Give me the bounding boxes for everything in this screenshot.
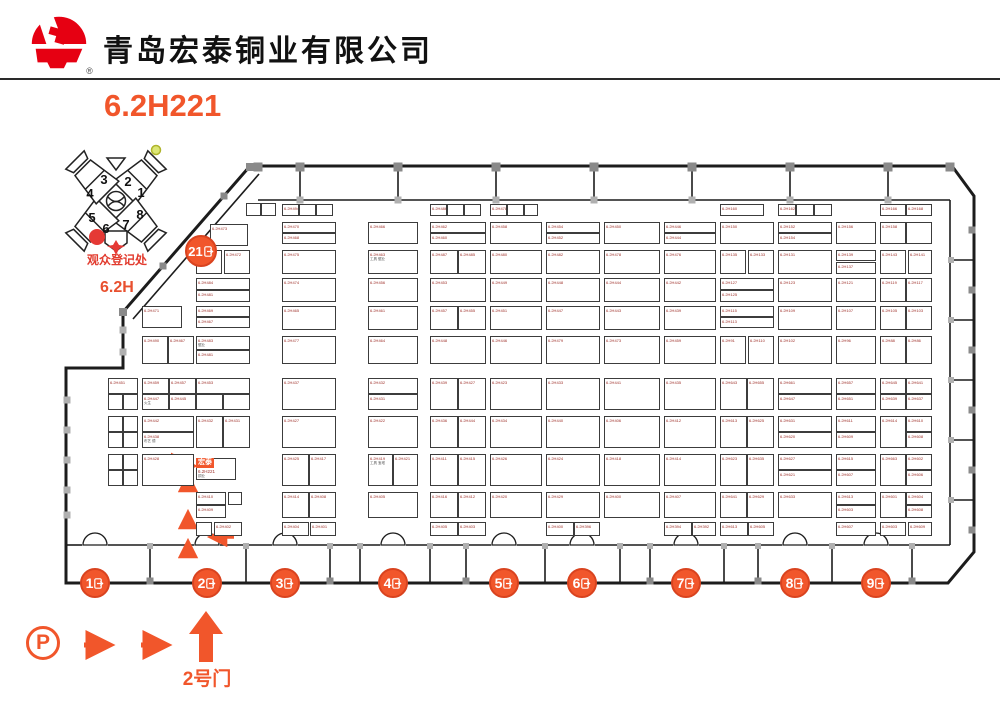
hall-outer-wall [64, 164, 976, 585]
exit-door-icon [685, 577, 695, 589]
gate2-entry-arrow [189, 611, 223, 662]
gate-8: 8 [780, 568, 810, 598]
parking-icon: P [26, 626, 60, 660]
gate-1: 1 [80, 568, 110, 598]
exit-door-icon [284, 577, 294, 589]
overview-lobe-ne [112, 149, 168, 205]
gate-2: 2 [192, 568, 222, 598]
overview-hall-7: 7 [122, 217, 129, 232]
overview-top-notch [105, 157, 127, 172]
exit-door-icon [875, 577, 885, 589]
approach-arrows [84, 611, 223, 662]
company-logo-icon: ® [31, 12, 93, 76]
header-divider [0, 78, 1000, 80]
door-swing-arcs [82, 532, 889, 546]
booth-number-title: 6.2H221 [104, 88, 222, 123]
you-are-here-dot [89, 229, 105, 245]
gate-number: 21 [188, 243, 203, 259]
gate2-label: 2号门 [182, 669, 232, 690]
gate-3: 3 [270, 568, 300, 598]
overview-hall-4: 4 [86, 186, 94, 201]
overview-lobe-se [112, 197, 168, 253]
exit-door-icon [206, 577, 216, 589]
highlighted-booth-number: 6.2H221 [198, 469, 216, 474]
hall-code-label: 6.2H [100, 279, 134, 296]
highlighted-booth: 宏泰 6.2H221 铜业 [196, 458, 236, 480]
overview-hall-numbers: 3 2 4 1 5 8 6 7 [86, 172, 144, 236]
gate-number: 8 [785, 575, 794, 591]
overview-lobe-nw [64, 149, 120, 205]
gate-number: 1 [85, 575, 94, 591]
gate-9: 9 [861, 568, 891, 598]
gate-5: 5 [489, 568, 519, 598]
gate-7: 7 [671, 568, 701, 598]
exit-door-icon [581, 577, 591, 589]
overview-hall-3: 3 [100, 172, 107, 187]
registered-mark: ® [86, 66, 93, 76]
gate-number: 6 [572, 575, 581, 591]
gate-number: 2 [197, 575, 206, 591]
bottom-corridor-walls [66, 544, 950, 583]
exit-door-icon [503, 577, 513, 589]
gate-4: 4 [378, 568, 408, 598]
company-name: 青岛宏泰铜业有限公司 [103, 35, 433, 68]
gate-6: 6 [567, 568, 597, 598]
gate-number: 3 [275, 575, 284, 591]
exit-door-icon [203, 245, 214, 257]
exit-door-icon [794, 577, 804, 589]
overview-hall-6: 6 [102, 221, 109, 236]
overview-hall-1: 1 [137, 185, 144, 200]
overview-hall-2: 2 [124, 174, 131, 189]
gate-number: 9 [866, 575, 875, 591]
overview-hall-5: 5 [88, 210, 95, 225]
registration-label: 观众登记处 [86, 253, 147, 267]
highlighted-booth-name: 宏泰 [196, 458, 214, 468]
exit-door-icon [392, 577, 402, 589]
gate-number: 4 [383, 575, 392, 591]
highlighted-booth-sub: 铜业 [198, 474, 205, 478]
gate-21: 21 [185, 235, 217, 267]
exit-door-icon [94, 577, 104, 589]
hall-overview-map: 3 2 4 1 5 8 6 7 [64, 144, 168, 255]
overview-green-dot [150, 144, 162, 156]
gate-number: 5 [494, 575, 503, 591]
registration-star-icon [107, 240, 125, 255]
column-marks [63, 162, 976, 585]
overview-hall-8: 8 [136, 207, 143, 222]
gate-number: 7 [676, 575, 685, 591]
